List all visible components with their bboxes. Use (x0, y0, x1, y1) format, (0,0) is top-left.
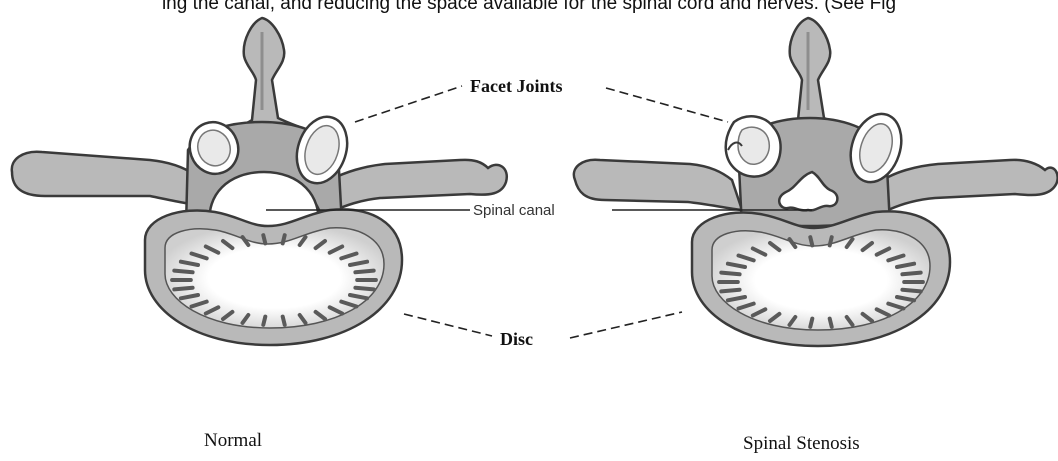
annulus-fiber (174, 288, 192, 290)
stenosis-transverse-process-right (880, 160, 1058, 212)
normal-transverse-process-left (12, 152, 205, 205)
annulus-fiber (830, 319, 832, 327)
cropped-caption-text: ing the canal, and reducing the space av… (0, 0, 1058, 16)
caption-normal: Normal (204, 430, 262, 451)
annulus-fiber (355, 288, 373, 290)
normal-vertebra (12, 18, 507, 345)
annulus-fiber (174, 271, 192, 273)
label-spinal-canal: Spinal canal (473, 202, 555, 219)
annulus-fiber (283, 317, 285, 325)
facet-leader-left (355, 86, 462, 122)
annulus-fiber (810, 237, 812, 245)
label-disc: Disc (500, 329, 533, 349)
stenosis-vertebra (574, 18, 1058, 346)
stenosis-transverse-process-left (574, 160, 742, 210)
annulus-fiber (902, 273, 920, 275)
disc-leader-left (404, 314, 492, 336)
disc-leader-right (570, 312, 682, 338)
annulus-fiber (721, 273, 739, 275)
annulus-fiber (721, 290, 739, 292)
label-facet-joints: Facet Joints (470, 76, 562, 96)
facet-leader-right (606, 88, 728, 122)
annulus-fiber (283, 235, 285, 243)
annulus-fiber (355, 271, 373, 273)
annulus-fiber (263, 235, 265, 243)
annulus-fiber (810, 319, 812, 327)
annulus-fiber (830, 237, 832, 245)
annulus-fiber (263, 317, 265, 325)
annulus-fiber (902, 290, 920, 292)
caption-spinal-stenosis: Spinal Stenosis (743, 433, 860, 454)
